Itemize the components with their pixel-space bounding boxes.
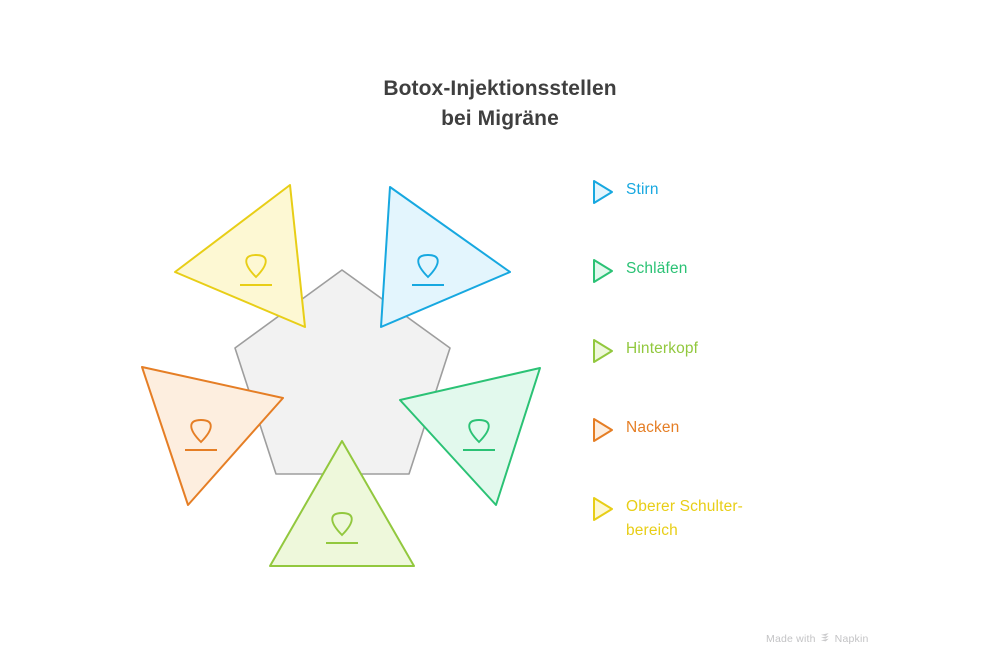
watermark-brand: Napkin: [834, 632, 869, 645]
map-pin-icon: [417, 254, 439, 279]
watermark: Made with Napkin: [766, 632, 869, 646]
node-triangle: [174, 184, 306, 328]
triangle-right-icon: [592, 338, 614, 364]
diagram-node[interactable]: [399, 367, 541, 506]
legend-item[interactable]: Nacken: [592, 416, 679, 443]
triangle-right-icon: [592, 417, 614, 443]
legend-item[interactable]: Stirn: [592, 178, 659, 205]
legend-item[interactable]: Oberer Schulter- bereich: [592, 495, 743, 543]
legend-item[interactable]: Hinterkopf: [592, 337, 698, 364]
map-pin-icon: [190, 419, 212, 444]
diagram-node[interactable]: [141, 366, 284, 506]
legend-item[interactable]: Schläfen: [592, 257, 688, 284]
node-triangle: [399, 367, 541, 506]
page-title: Botox-Injektionsstellen bei Migräne: [383, 77, 617, 130]
node-triangle: [269, 440, 415, 567]
legend-item-label: Oberer Schulter- bereich: [626, 498, 743, 539]
triangle-right-icon: [592, 179, 614, 205]
map-pin-icon: [331, 512, 353, 537]
triangle-right-icon: [592, 258, 614, 284]
diagram-node[interactable]: [269, 440, 415, 567]
map-pin-icon: [468, 419, 490, 444]
map-pin-icon: [245, 254, 267, 279]
legend-item-label: Stirn: [626, 181, 659, 198]
napkin-logo-icon: [820, 632, 831, 646]
watermark-prefix: Made with: [766, 632, 816, 645]
diagram-node[interactable]: [174, 184, 306, 328]
legend-item-label: Nacken: [626, 419, 680, 436]
node-group: [141, 184, 541, 567]
legend-item-label: Schläfen: [626, 260, 688, 277]
diagram-node[interactable]: [380, 186, 511, 328]
triangle-right-icon: [592, 496, 614, 522]
legend-item-label: Hinterkopf: [626, 340, 699, 357]
node-triangle: [380, 186, 511, 328]
node-triangle: [141, 366, 284, 506]
